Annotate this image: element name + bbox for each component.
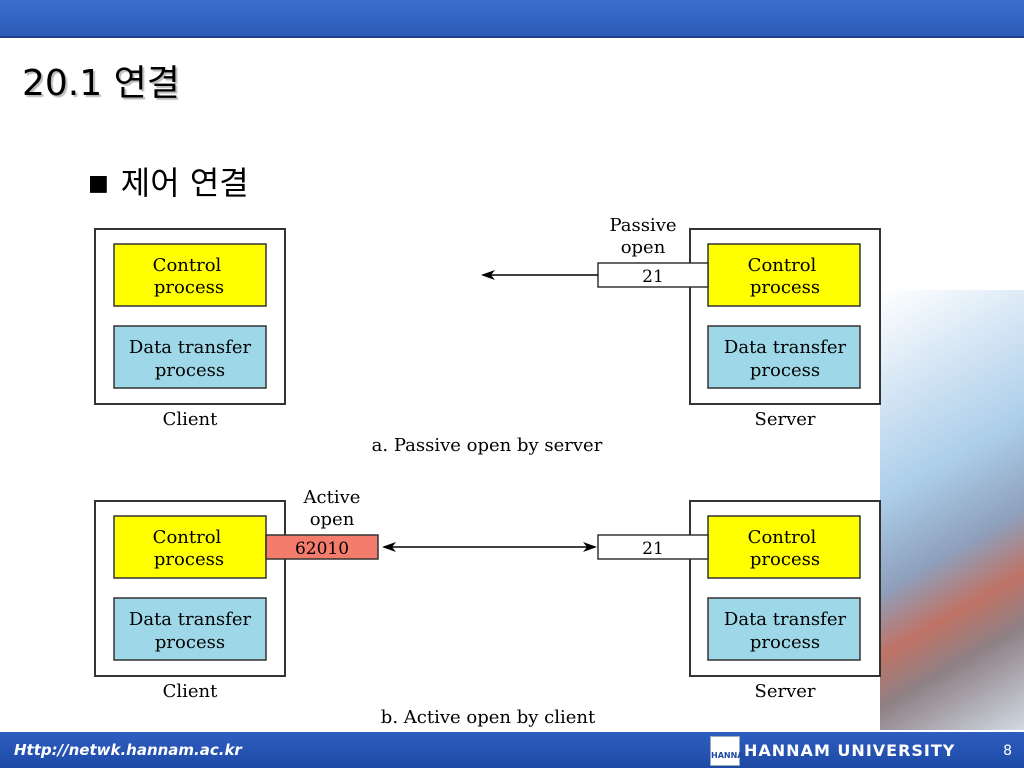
server-control-label-a2: process [750, 277, 820, 298]
square-bullet-icon: ■ [88, 171, 109, 196]
client-data-label-a2: process [155, 360, 225, 381]
client-data-process-b [113, 597, 267, 661]
university-name: HANNAM UNIVERSITY [744, 741, 956, 760]
page-number: 8 [1003, 743, 1012, 759]
client-label-a: Client [163, 409, 219, 430]
server-data-process-b [707, 597, 861, 661]
client-control-process-a [113, 243, 267, 307]
server-label-a: Server [754, 409, 815, 430]
server-label-b: Server [754, 681, 815, 702]
client-data-label-a1: Data transfer [129, 337, 252, 358]
server-control-label-b1: Control [748, 527, 817, 548]
caption-b: b. Active open by client [381, 707, 596, 728]
server-port-box-b [597, 534, 709, 560]
top-bar [0, 0, 1024, 38]
server-port-label-a: 21 [642, 267, 664, 287]
client-control-label-b2: process [154, 549, 224, 570]
client-control-process-b [113, 515, 267, 579]
client-data-label-b1: Data transfer [129, 609, 252, 630]
slide-title: 20.1 연결 [22, 63, 180, 104]
bullet-item: ■ 제어 연결 [88, 158, 249, 204]
server-control-label-a1: Control [748, 255, 817, 276]
server-port-label-b: 21 [642, 539, 664, 559]
passive-open-label-2: open [621, 237, 666, 258]
server-data-label-b2: process [750, 632, 820, 653]
bullet-text: 제어 연결 [120, 164, 249, 202]
server-data-label-a2: process [750, 360, 820, 381]
server-control-label-b2: process [750, 549, 820, 570]
client-port-box-b [265, 534, 379, 560]
server-control-process-b [707, 515, 861, 579]
client-label-b: Client [163, 681, 219, 702]
footer-url[interactable]: Http://netwk.hannam.ac.kr [14, 741, 242, 759]
server-data-label-a1: Data transfer [724, 337, 847, 358]
passive-open-label-1: Passive [609, 215, 676, 236]
client-data-label-b2: process [155, 632, 225, 653]
client-control-label-b1: Control [153, 527, 222, 548]
client-control-label-a2: process [154, 277, 224, 298]
decorative-background-image [880, 290, 1024, 730]
client-data-process-a [113, 325, 267, 389]
server-data-process-a [707, 325, 861, 389]
logo-text: HANNAM [711, 751, 752, 760]
active-open-label-2: open [310, 509, 355, 530]
client-control-label-a1: Control [153, 255, 222, 276]
caption-a: a. Passive open by server [372, 435, 603, 456]
active-open-label-1: Active [303, 487, 361, 508]
client-port-label-b: 62010 [295, 539, 349, 559]
server-data-label-b1: Data transfer [724, 609, 847, 630]
university-logo-icon: HANNAM [710, 736, 752, 766]
server-control-process-a [707, 243, 861, 307]
footer-bar: Http://netwk.hannam.ac.kr HANNAM HANNAM … [0, 732, 1024, 768]
